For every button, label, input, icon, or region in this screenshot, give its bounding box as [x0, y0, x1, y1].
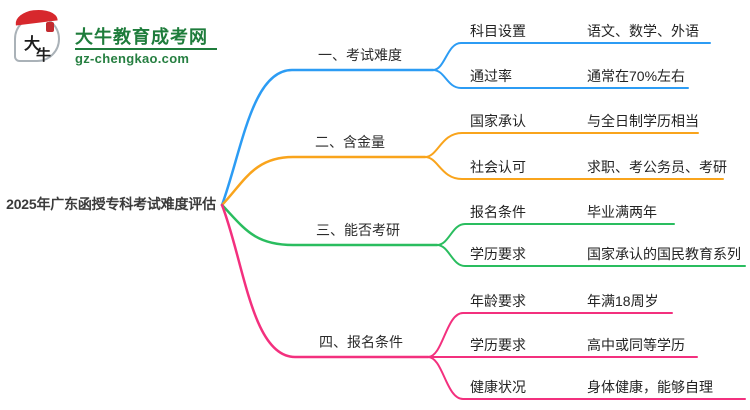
leaf-value: 通常在70%左右	[587, 68, 686, 84]
leaf-label: 年龄要求	[470, 293, 526, 309]
leaf-label: 报名条件	[470, 204, 526, 220]
branch-2-child-1-line	[424, 132, 699, 158]
site-logo[interactable]: 大 牛 大牛教育成考网 gz-chengkao.com	[12, 7, 242, 66]
leaf-value: 语文、数学、外语	[587, 23, 699, 39]
logo-glyph-bottom: 牛	[36, 47, 52, 64]
branch-1-label: 一、考试难度	[318, 47, 402, 63]
branch-3-child-1-line	[436, 223, 675, 246]
central-topic: 2025年广东函授专科考试难度评估	[6, 196, 216, 212]
leaf-label: 学历要求	[470, 246, 526, 262]
logo-red-seal-icon	[46, 22, 54, 32]
leaf-value: 求职、考公务员、考研	[587, 159, 727, 175]
leaf-value: 国家承认的国民教育系列	[587, 246, 741, 262]
site-domain: gz-chengkao.com	[75, 51, 190, 66]
leaf-label: 科目设置	[470, 23, 526, 39]
logo-divider	[75, 48, 217, 50]
site-name: 大牛教育成考网	[75, 27, 208, 47]
leaf-value: 身体健康，能够自理	[587, 379, 713, 395]
logo-glyph-top: 大	[24, 36, 41, 53]
leaf-label: 国家承认	[470, 113, 526, 129]
branch-4-label: 四、报名条件	[319, 334, 403, 350]
branch-3-label: 三、能否考研	[316, 222, 400, 238]
branch-2-line	[220, 155, 427, 207]
branch-2-label: 二、含金量	[315, 134, 385, 150]
leaf-value: 毕业满两年	[587, 204, 657, 220]
leaf-label: 学历要求	[470, 337, 526, 353]
leaf-value: 高中或同等学历	[587, 337, 685, 353]
leaf-label: 健康状况	[470, 379, 526, 395]
leaf-label: 通过率	[470, 68, 512, 84]
leaf-value: 与全日制学历相当	[587, 113, 699, 129]
leaf-label: 社会认可	[470, 159, 526, 175]
leaf-value: 年满18周岁	[587, 293, 659, 309]
